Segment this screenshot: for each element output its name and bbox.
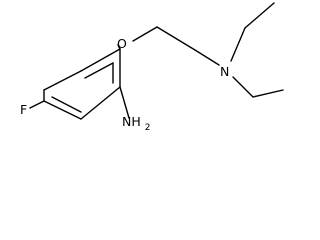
oxygen-label: O	[117, 36, 127, 51]
methylene-nitrogen-bond	[194, 49, 220, 66]
ethylene-bond	[156, 26, 196, 51]
ring-inner-bond-1	[84, 62, 114, 79]
ring-bond-4	[43, 100, 82, 120]
ring-bond-1	[80, 48, 121, 72]
oxygen-methylene-bond	[132, 26, 158, 42]
ethyl-upper-bond	[244, 2, 275, 29]
aryl-oxygen-bond	[117, 44, 121, 50]
nitrogen-label: N	[220, 64, 229, 79]
aryl-fluorine-bond	[29, 100, 45, 109]
structural-formula: O N F NH 2	[20, 2, 284, 133]
aryl-amine-bond	[119, 86, 130, 119]
nitrogen-ethyl-lower-bond	[232, 76, 254, 98]
benzene-ring	[43, 48, 121, 120]
nitrogen-ethyl-upper-bond	[230, 27, 246, 62]
fluorine-label: F	[20, 102, 27, 117]
amine-label-subscript: 2	[145, 123, 151, 133]
ether-chain	[117, 26, 220, 66]
ring-bond-6	[43, 70, 82, 91]
ring-inner-bond-3	[51, 96, 82, 113]
diethylamino-group	[230, 2, 284, 98]
amine-label: NH 2	[122, 114, 150, 133]
ring-bond-3	[80, 86, 121, 120]
ethyl-lower-bond	[252, 89, 284, 98]
amine-label-main: NH	[122, 114, 141, 129]
